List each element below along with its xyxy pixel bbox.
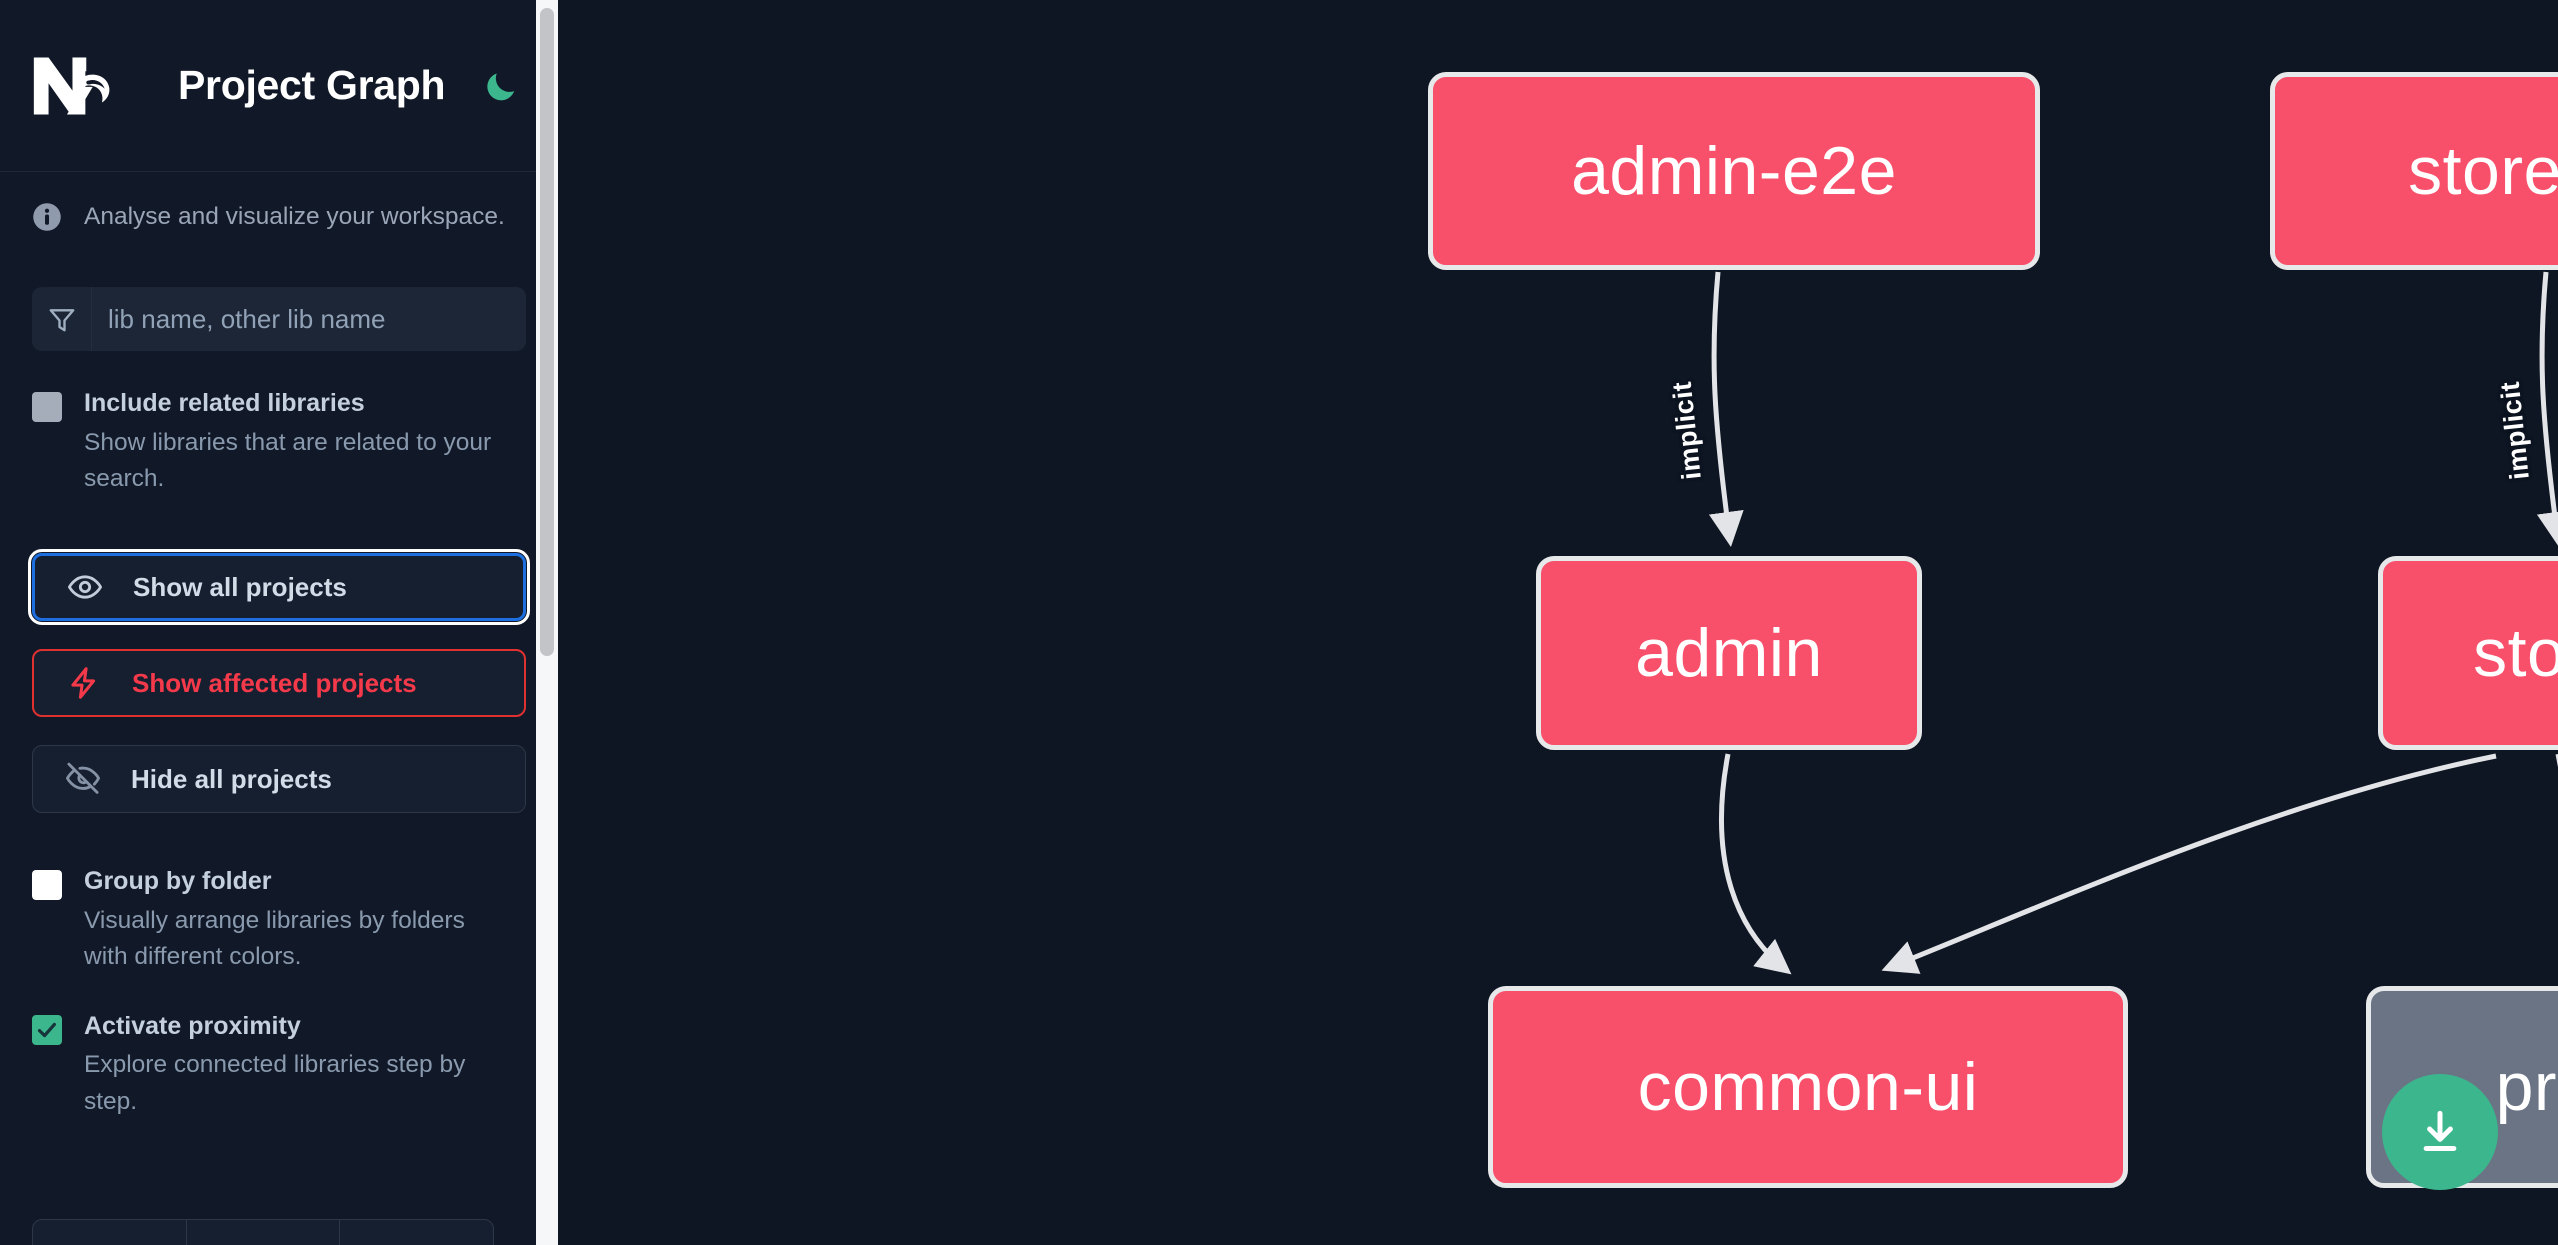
- show-all-projects-label: Show all projects: [133, 571, 347, 602]
- edge-store-to-common-ui: [1881, 753, 2497, 974]
- download-icon: [2423, 1110, 2457, 1151]
- graph-node-admin-e2e[interactable]: admin-e2e: [1428, 72, 2040, 270]
- proximity-step-toolbar[interactable]: [32, 1219, 494, 1245]
- hide-all-projects-button[interactable]: Hide all projects: [32, 745, 526, 814]
- include-related-libraries-label: Include related libraries: [84, 389, 365, 418]
- checkbox-row-include-related-libraries[interactable]: Include related libraries Show libraries…: [0, 387, 558, 497]
- moon-glyph: [487, 72, 515, 100]
- nx-logo: [33, 56, 110, 115]
- download-graph-button[interactable]: [2382, 1074, 2498, 1190]
- include-related-libraries-description: Show libraries that are related to your …: [84, 428, 492, 493]
- graph-node-label: admin-e2e: [1571, 133, 1897, 209]
- edge-admin-e2e-to-admin: [1708, 271, 1744, 547]
- hide-all-projects-label: Hide all projects: [131, 763, 332, 794]
- eye-icon: [67, 575, 103, 599]
- moon-icon[interactable]: [479, 64, 523, 108]
- project-graph-canvas[interactable]: admin-e2e store-e2e admin store common-u…: [558, 0, 2558, 1245]
- activate-proximity-description: Explore connected libraries step by step…: [84, 1051, 466, 1115]
- search-input[interactable]: [92, 287, 526, 352]
- graph-node-store[interactable]: store: [2378, 556, 2558, 750]
- eye-off-icon: [65, 763, 101, 795]
- proximity-step-option-2[interactable]: [187, 1220, 341, 1245]
- activate-proximity-label: Activate proximity: [84, 1011, 301, 1040]
- show-affected-projects-button[interactable]: Show affected projects: [32, 649, 526, 718]
- edge-admin-to-common-ui: [1719, 753, 1792, 975]
- graph-node-label: products: [2495, 1049, 2558, 1125]
- graph-node-label: admin: [1635, 615, 1823, 691]
- page-title: Project Graph: [178, 62, 446, 108]
- blurb-text: Analyse and visualize your workspace.: [84, 203, 505, 230]
- group-by-folder-label: Group by folder: [84, 867, 272, 896]
- proximity-step-option-1[interactable]: [33, 1220, 187, 1245]
- activate-proximity-checkbox[interactable]: [32, 1014, 62, 1045]
- checkbox-row-group-by-folder[interactable]: Group by folder Visually arrange librari…: [0, 865, 558, 975]
- include-related-libraries-checkbox[interactable]: [32, 392, 62, 423]
- show-all-projects-button[interactable]: Show all projects: [28, 549, 530, 626]
- sidebar-header: Project Graph: [0, 0, 558, 172]
- graph-node-label: store-e2e: [2408, 133, 2558, 209]
- checkbox-row-activate-proximity[interactable]: Activate proximity Explore connected lib…: [0, 1010, 558, 1120]
- graph-node-admin[interactable]: admin: [1536, 556, 1922, 750]
- filter-row: [32, 287, 526, 352]
- sidebar-scrollbar-track[interactable]: [536, 0, 558, 1245]
- project-visibility-buttons: Show all projects Show affected projects…: [28, 549, 530, 814]
- group-by-folder-checkbox[interactable]: [32, 870, 62, 901]
- graph-node-label: common-ui: [1637, 1049, 1979, 1125]
- show-affected-projects-label: Show affected projects: [132, 667, 417, 698]
- funnel-glyph: [49, 309, 74, 332]
- graph-edges-layer: [1708, 271, 2558, 975]
- graph-node-common-ui[interactable]: common-ui: [1488, 986, 2128, 1188]
- check-icon: [37, 1022, 56, 1037]
- funnel-icon[interactable]: [32, 287, 92, 352]
- lightning-bolt-icon: [71, 667, 96, 700]
- sidebar: Project Graph Analyse and visualize your…: [0, 0, 558, 1245]
- graph-node-label: store: [2473, 615, 2558, 691]
- graph-node-store-e2e[interactable]: store-e2e: [2270, 72, 2558, 270]
- proximity-step-option-3[interactable]: [340, 1220, 493, 1245]
- edge-store-e2e-to-store: [2536, 271, 2558, 547]
- info-icon: [33, 202, 61, 231]
- workspace-blurb: Analyse and visualize your workspace.: [0, 172, 558, 233]
- group-by-folder-description: Visually arrange libraries by folders wi…: [84, 907, 465, 971]
- sidebar-scrollbar-thumb[interactable]: [540, 8, 554, 656]
